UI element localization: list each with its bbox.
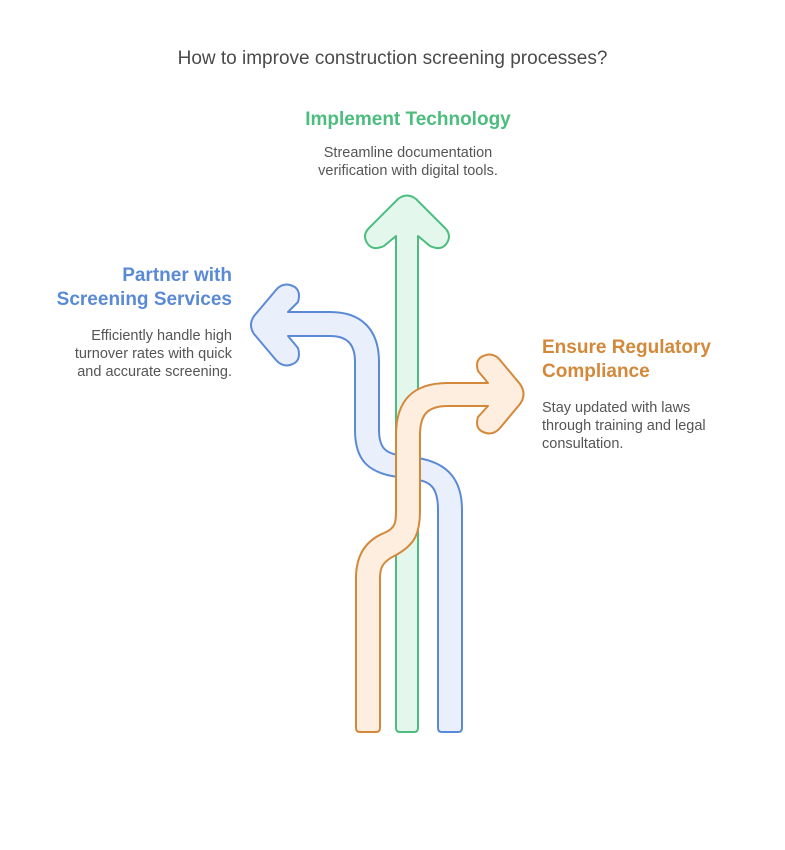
- partner-description-line: Efficiently handle high: [91, 328, 232, 344]
- regulatory-arrow-icon: [355, 353, 525, 733]
- partner-heading-line: Partner with: [122, 265, 232, 286]
- technology-heading: Implement Technology: [258, 108, 558, 132]
- regulatory-heading-line: Compliance: [542, 361, 650, 382]
- partner-description-line: turnover rates with quick: [74, 346, 232, 362]
- regulatory-heading: Ensure Regulatory Compliance: [542, 336, 772, 384]
- regulatory-description-line: consultation.: [542, 436, 624, 452]
- partner-arrow-icon: [250, 283, 463, 733]
- partner-description: Efficiently handle high turnover rates w…: [2, 327, 232, 381]
- regulatory-description-line: through training and legal: [542, 418, 706, 434]
- technology-heading-line: Implement Technology: [305, 109, 511, 130]
- diagram-title: How to improve construction screening pr…: [177, 48, 608, 69]
- regulatory-description-line: Stay updated with laws: [542, 400, 691, 416]
- technology-description: Streamline documentation verification wi…: [258, 144, 558, 180]
- partner-heading-line: Screening Services: [56, 289, 232, 310]
- regulatory-description: Stay updated with laws through training …: [542, 399, 772, 453]
- partner-description-line: and accurate screening.: [77, 364, 232, 380]
- regulatory-heading-line: Ensure Regulatory: [542, 337, 711, 358]
- partner-heading: Partner with Screening Services: [2, 264, 232, 312]
- technology-description-line: Streamline documentation: [323, 145, 493, 161]
- technology-description-line: verification with digital tools.: [318, 163, 498, 179]
